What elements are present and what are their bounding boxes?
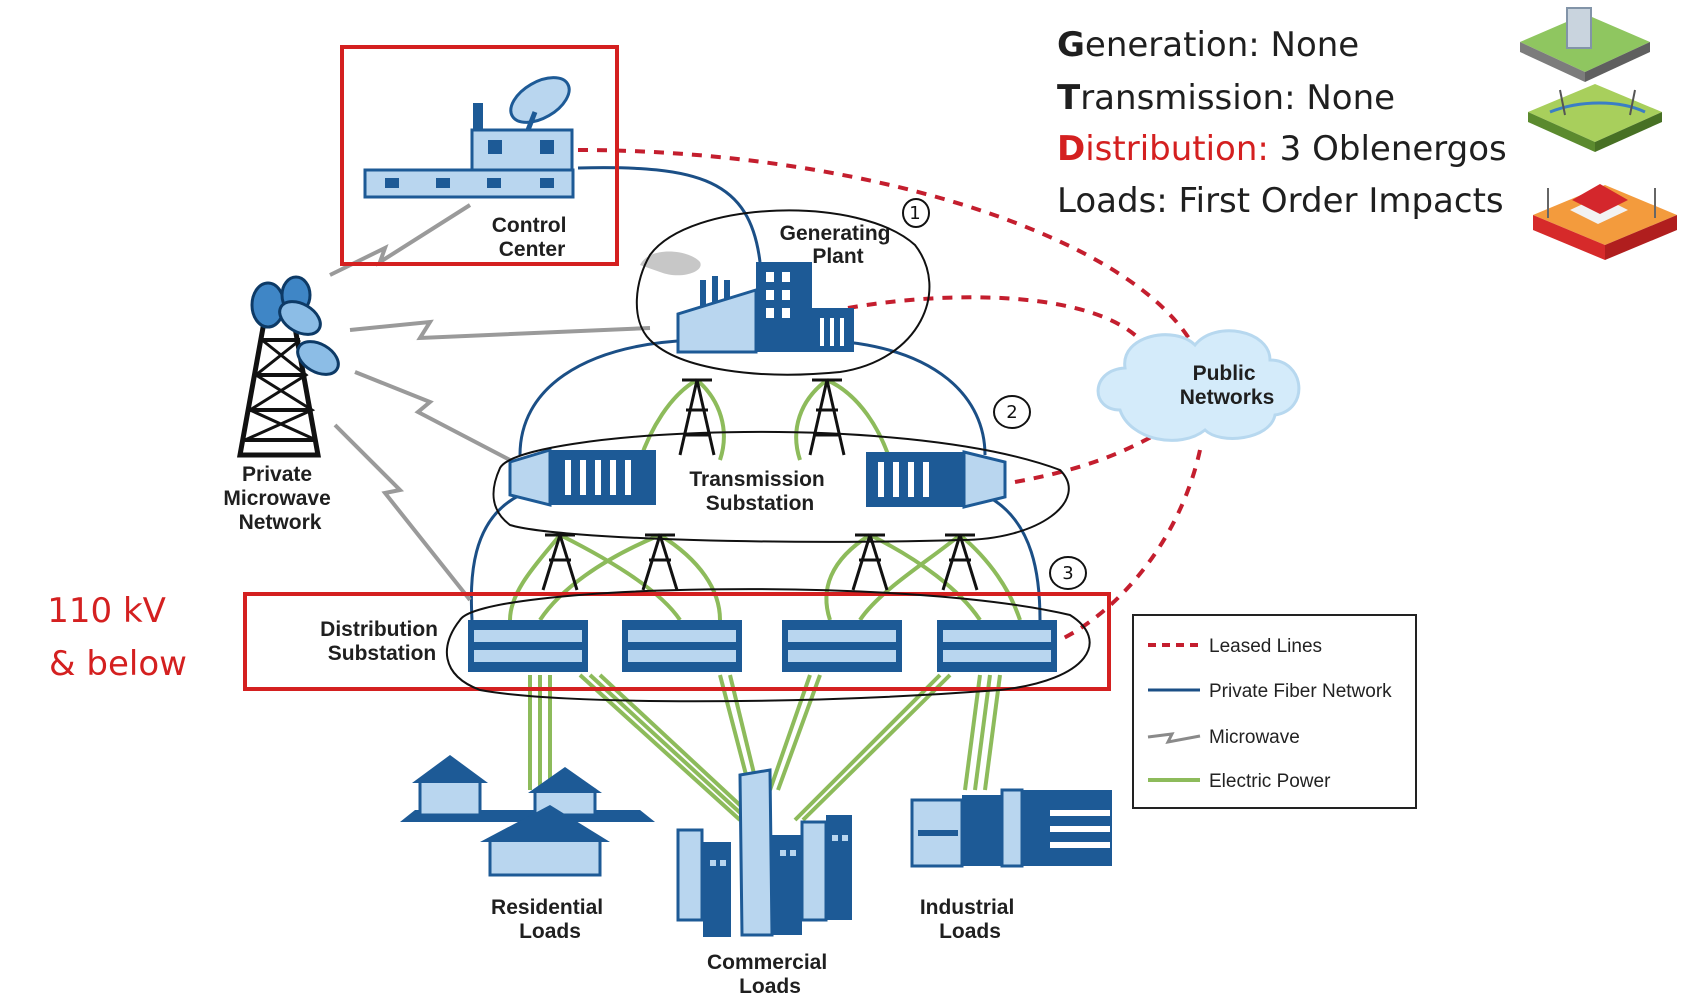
summary-distribution: Distribution: 3 Oblenergos [1057, 129, 1507, 169]
legend-label-microwave: Microwave [1209, 727, 1300, 748]
legend-swatch-microwave [1147, 732, 1201, 745]
industrial-loads-label: Industrial Loads [920, 896, 1020, 943]
handdrawn-circles [446, 198, 1091, 703]
distribution-tile-icon [1533, 184, 1677, 260]
distribution-highlight-box [243, 592, 1111, 691]
transmission-substation-left-icon [508, 447, 656, 507]
electric-power-lines [508, 378, 1022, 822]
transmission-substation-label: Transmission Substation [689, 468, 830, 515]
transmission-towers [541, 378, 979, 591]
voltage-note: 110 kV & below [47, 591, 187, 684]
annotation-3: 3 [1062, 563, 1073, 584]
residential-loads-label: Residential Loads [491, 896, 609, 943]
control-center-label: Control Center [492, 214, 573, 261]
distribution-substations [468, 620, 1057, 672]
control-center-highlight-box [340, 45, 619, 266]
commercial-loads-label: Commercial Loads [707, 951, 833, 998]
generating-plant-icon [640, 251, 854, 354]
summary-panel: Generation: None Transmission: None Dist… [1057, 25, 1507, 221]
generation-tile-icon [1520, 7, 1650, 82]
commercial-loads-icon [676, 768, 852, 937]
transmission-tile-icon [1528, 84, 1662, 152]
private-microwave-network-label: Private Microwave Network [223, 463, 336, 534]
distribution-substation-label: Distribution Substation [320, 618, 444, 665]
public-networks-cloud-icon [1096, 329, 1301, 442]
industrial-loads-icon [910, 788, 1112, 868]
residential-loads-icon [400, 755, 655, 877]
microwave-links [329, 203, 651, 602]
annotation-1: 1 [909, 203, 920, 224]
generating-plant-label: Generating Plant [780, 222, 897, 268]
summary-generation: Generation: None [1057, 25, 1359, 65]
leased-lines [577, 148, 1202, 642]
distribution-substation-windows [474, 630, 1051, 662]
legend: Leased Lines Private Fiber Network Micro… [1132, 614, 1417, 809]
public-networks-label: Public Networks [1180, 362, 1275, 409]
control-center-icon [363, 76, 575, 199]
summary-transmission: Transmission: None [1057, 78, 1395, 118]
summary-loads: Loads: First Order Impacts [1057, 181, 1504, 221]
microwave-tower-icon [237, 275, 340, 458]
transmission-substation-right-icon [866, 450, 1007, 509]
legend-label-power: Electric Power [1209, 771, 1331, 792]
legend-label-leased: Leased Lines [1209, 636, 1322, 657]
legend-label-fiber: Private Fiber Network [1209, 681, 1392, 702]
annotation-2: 2 [1006, 402, 1017, 423]
